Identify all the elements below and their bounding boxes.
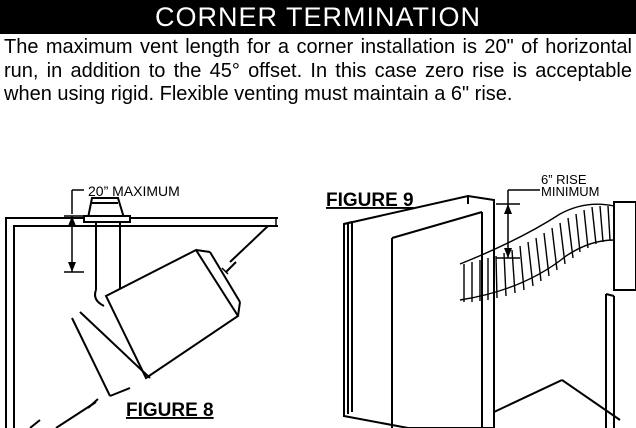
instruction-paragraph: The maximum vent length for a corner ins… — [4, 36, 632, 105]
section-title: CORNER TERMINATION — [154, 2, 481, 32]
figure-9-dimension-label-line1: 6” RISE — [541, 172, 587, 187]
figure-9-dimension-label-line2: MINIMUM — [541, 184, 600, 199]
figure-9-caption: FIGURE 9 — [326, 190, 414, 211]
section-title-banner: CORNER TERMINATION — [0, 0, 636, 34]
figure-8-dimension-label: 20” MAXIMUM — [88, 183, 180, 199]
figure-8-caption: FIGURE 8 — [126, 400, 214, 421]
flexible-vent-pipe — [459, 203, 615, 302]
